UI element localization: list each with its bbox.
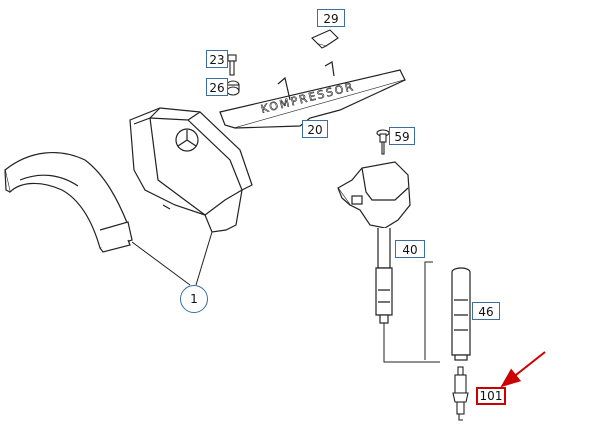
spark-plug [452,366,469,421]
screw-part [376,129,390,155]
callout-46[interactable]: 46 [472,302,500,320]
callout-40[interactable]: 40 [395,240,425,258]
callout-20[interactable]: 20 [302,120,328,138]
connector-tube [451,267,471,361]
engine-cover [129,107,253,233]
callout-23[interactable]: 23 [206,50,228,68]
callout-101[interactable]: 101 [476,387,506,405]
callout-59[interactable]: 59 [389,127,415,145]
assembly-bracket-lines [383,261,440,363]
bolt-part [227,54,237,76]
ignition-coil [337,161,411,324]
highlight-arrow [500,351,546,388]
leader-lines-1 [131,231,213,286]
callout-29[interactable]: 29 [317,9,345,27]
callout-26[interactable]: 26 [206,78,228,96]
top-cover-plate: KOMPRESSOR [219,61,406,129]
side-trim-cover [4,151,133,253]
grommet-part [226,80,240,96]
callout-1[interactable]: 1 [180,285,208,313]
clip-part [311,29,339,49]
